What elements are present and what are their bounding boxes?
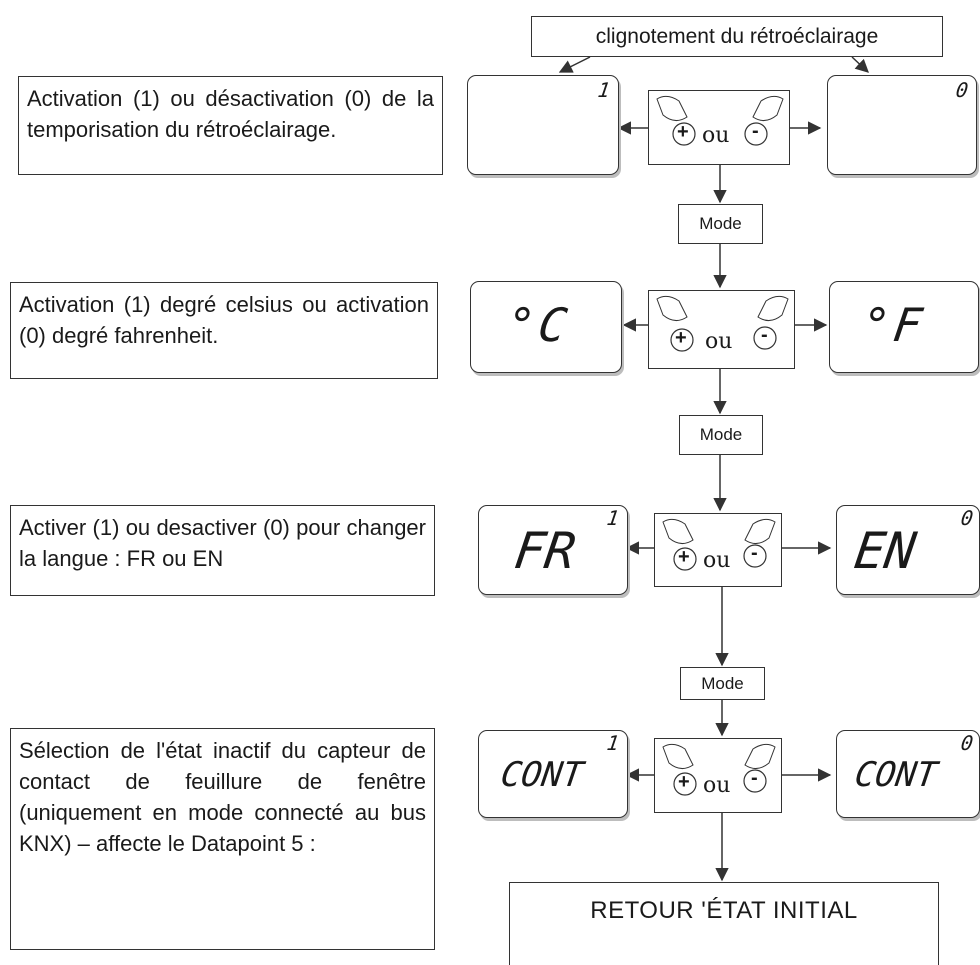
plus-button bbox=[673, 772, 697, 796]
header-box: clignotement du rétroéclairage bbox=[531, 16, 943, 57]
lcd-text: °F bbox=[858, 298, 930, 352]
lcd-cont-1: CONT 1 bbox=[478, 730, 628, 818]
pointing-hands-icon bbox=[662, 743, 776, 796]
plus-minus-panel-1: + - ou bbox=[648, 90, 790, 165]
plus-label: + bbox=[675, 327, 687, 349]
minus-button bbox=[744, 122, 768, 146]
lcd-lang-en: EN 0 bbox=[836, 505, 980, 595]
lcd-index: 0 bbox=[959, 731, 975, 755]
ou-label: ou bbox=[703, 773, 731, 798]
lcd-index: 0 bbox=[954, 78, 970, 102]
lcd-index: 1 bbox=[605, 731, 621, 755]
lcd-text: CONT bbox=[852, 755, 940, 795]
lcd-text: °C bbox=[503, 298, 575, 352]
lcd-celsius: °C bbox=[470, 281, 622, 373]
lcd-step1-on: 1 bbox=[467, 75, 619, 175]
plus-label: + bbox=[678, 771, 690, 793]
minus-label: - bbox=[751, 542, 758, 564]
minus-label: - bbox=[752, 120, 759, 142]
minus-label: - bbox=[751, 767, 758, 789]
plus-button bbox=[670, 328, 694, 352]
lcd-fahrenheit: °F bbox=[829, 281, 979, 373]
header-label: clignotement du rétroéclairage bbox=[595, 24, 879, 48]
lcd-index: 0 bbox=[959, 506, 975, 530]
lcd-text: FR bbox=[510, 522, 580, 580]
plus-minus-panel-3: + - ou bbox=[654, 513, 782, 587]
plus-label: + bbox=[677, 121, 689, 143]
lcd-lang-fr: FR 1 bbox=[478, 505, 628, 595]
minus-button bbox=[743, 769, 767, 793]
mode-box-2: Mode bbox=[679, 415, 763, 455]
minus-label: - bbox=[761, 324, 768, 346]
plus-minus-panel-4: + - ou bbox=[654, 738, 782, 813]
mode-box-3: Mode bbox=[680, 667, 765, 700]
lcd-text: EN bbox=[850, 522, 920, 580]
plus-minus-panel-2: + - ou bbox=[648, 290, 795, 369]
minus-button bbox=[753, 326, 777, 350]
retour-etat-initial-box: RETOUR 'ÉTAT INITIAL bbox=[509, 882, 939, 965]
lcd-index: 1 bbox=[605, 506, 621, 530]
plus-button bbox=[672, 122, 696, 146]
step3-description: Activer (1) ou desactiver (0) pour chang… bbox=[10, 505, 435, 596]
pointing-hands-icon bbox=[656, 295, 789, 352]
ou-label: ou bbox=[702, 123, 730, 148]
plus-button bbox=[673, 547, 697, 571]
step1-description: Activation (1) ou désactivation (0) de l… bbox=[18, 76, 443, 175]
arrow-header-left bbox=[558, 56, 591, 73]
ou-label: ou bbox=[705, 329, 733, 354]
pointing-hands-icon bbox=[656, 95, 784, 146]
arrow-header-right bbox=[851, 56, 869, 73]
step2-description: Activation (1) degré celsius ou activati… bbox=[10, 282, 438, 379]
mode-box-1: Mode bbox=[678, 204, 763, 244]
plus-label: + bbox=[678, 546, 690, 568]
lcd-cont-0: CONT 0 bbox=[836, 730, 980, 818]
minus-button bbox=[743, 544, 767, 568]
ou-label: ou bbox=[703, 548, 731, 573]
step4-description: Sélection de l'état inactif du capteur d… bbox=[10, 728, 435, 950]
footer-label: RETOUR 'ÉTAT INITIAL bbox=[590, 897, 858, 924]
pointing-hands-icon bbox=[662, 518, 776, 571]
lcd-step1-off: 0 bbox=[827, 75, 977, 175]
lcd-text: CONT bbox=[498, 755, 586, 795]
lcd-index: 1 bbox=[596, 78, 612, 102]
